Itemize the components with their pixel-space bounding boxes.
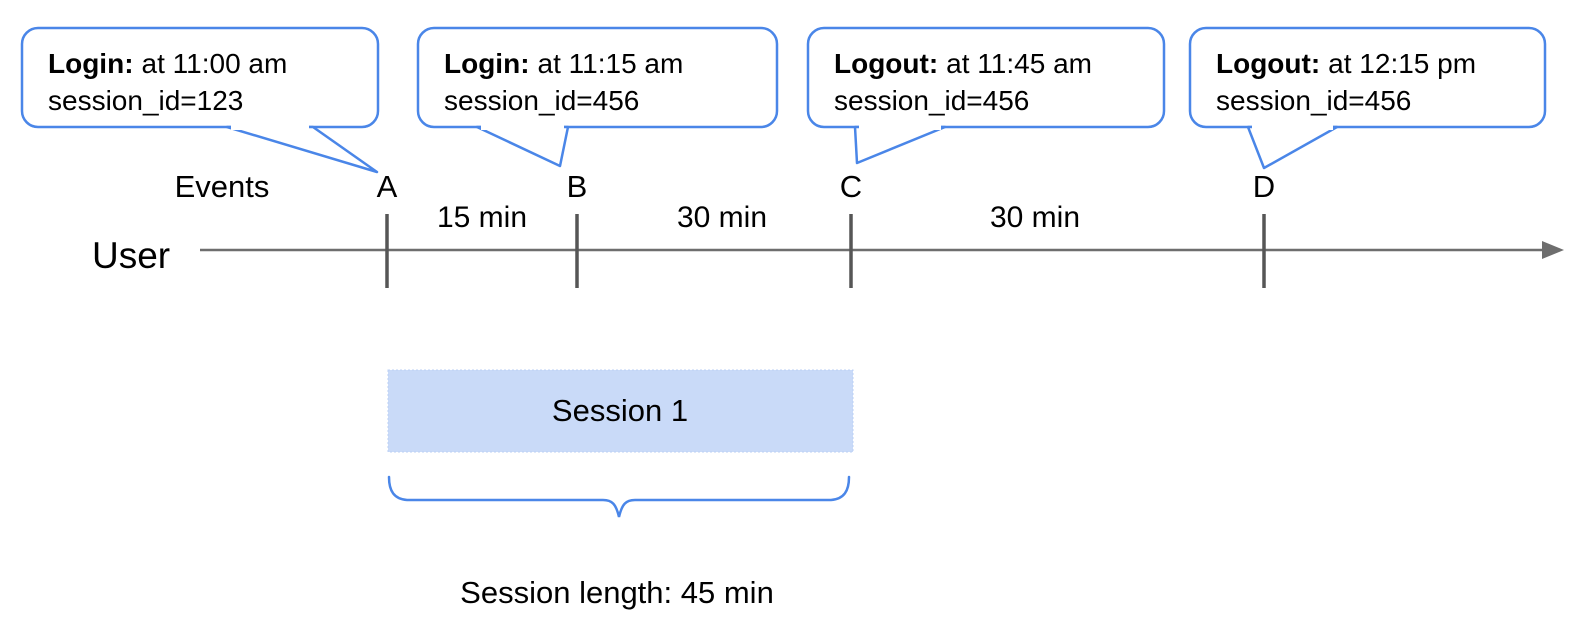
callout-logout-d: Logout: at 12:15 pm session_id=456 xyxy=(1188,26,1547,170)
callout-event-text: Logout: at 11:45 am xyxy=(834,48,1092,79)
callout-bubble xyxy=(1188,26,1547,129)
timeline-axis: User Events A B C D 15 min 30 min 30 min xyxy=(92,169,1564,288)
tick-label-c: C xyxy=(840,169,862,204)
callout-session-id: session_id=456 xyxy=(444,85,639,116)
tick-label-a: A xyxy=(377,169,398,204)
callout-tail xyxy=(853,125,947,165)
callout-session-id: session_id=123 xyxy=(48,85,243,116)
callout-session-id: session_id=456 xyxy=(834,85,1029,116)
session-box-label: Session 1 xyxy=(552,393,688,428)
interval-label-ab: 15 min xyxy=(437,201,527,234)
callout-tail xyxy=(475,125,570,168)
interval-label-bc: 30 min xyxy=(677,201,767,234)
callout-event-time: at 11:15 am xyxy=(538,48,684,79)
callout-event-time: at 12:15 pm xyxy=(1328,48,1476,79)
callout-bubble xyxy=(806,26,1166,129)
tick-label-b: B xyxy=(567,169,588,204)
callout-event-time: at 11:45 am xyxy=(946,48,1092,79)
callout-event-type: Login: xyxy=(48,48,134,79)
callout-tail xyxy=(1246,125,1339,170)
callout-bubble xyxy=(20,26,380,129)
callout-logout-c: Logout: at 11:45 am session_id=456 xyxy=(806,26,1166,165)
callout-event-text: Login: at 11:15 am xyxy=(444,48,683,79)
interval-label-cd: 30 min xyxy=(990,201,1080,234)
callout-bubble xyxy=(416,26,779,129)
callout-event-type: Login: xyxy=(444,48,530,79)
axis-arrowhead-icon xyxy=(1542,241,1564,259)
callout-tail xyxy=(225,125,379,174)
tick-label-d: D xyxy=(1253,169,1275,204)
events-label: Events xyxy=(175,169,270,204)
session-length-label: Session length: 45 min xyxy=(460,575,774,610)
callout-event-type: Logout: xyxy=(1216,48,1320,79)
callout-event-time: at 11:00 am xyxy=(142,48,288,79)
callout-session-id: session_id=456 xyxy=(1216,85,1411,116)
callout-login-a: Login: at 11:00 am session_id=123 xyxy=(20,26,380,174)
user-label: User xyxy=(92,235,170,276)
callout-event-text: Login: at 11:00 am xyxy=(48,48,287,79)
session-brace xyxy=(387,475,851,518)
callout-login-b: Login: at 11:15 am session_id=456 xyxy=(416,26,779,168)
session-span: Session 1 Session length: 45 min xyxy=(387,369,854,610)
callout-event-text: Logout: at 12:15 pm xyxy=(1216,48,1476,79)
callout-event-type: Logout: xyxy=(834,48,938,79)
session-box xyxy=(387,369,854,453)
